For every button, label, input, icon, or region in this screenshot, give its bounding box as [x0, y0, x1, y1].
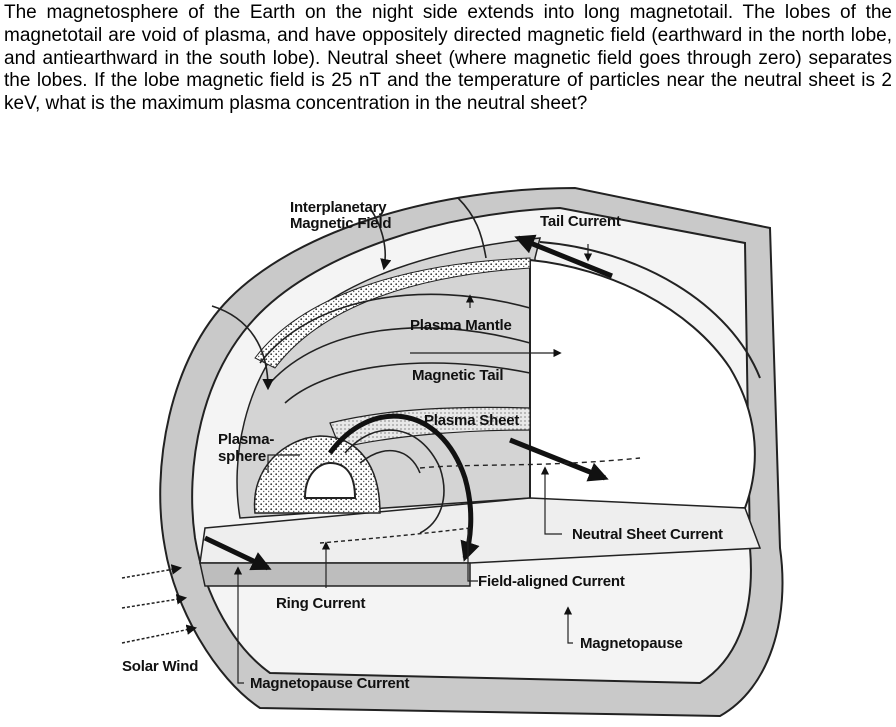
plasma-mantle: [254, 257, 531, 369]
label-plasmasphere-line1: Plasma-: [218, 431, 274, 448]
label-plasma-mantle: Plasma Mantle: [410, 317, 512, 334]
tail-cross-section: [529, 258, 756, 509]
label-field-aligned-current: Field-aligned Current: [478, 573, 625, 590]
label-ring-current: Ring Current: [276, 595, 365, 612]
question-text: The magnetosphere of the Earth on the ni…: [4, 2, 892, 115]
magnetosphere-diagram: Interplanetary Magnetic Field Tail Curre…: [121, 186, 784, 718]
label-imf-line1: Interplanetary: [290, 199, 387, 216]
label-solar-wind: Solar Wind: [122, 658, 198, 675]
label-magnetic-tail: Magnetic Tail: [412, 367, 503, 384]
label-magnetopause: Magnetopause: [580, 635, 683, 652]
earth: [303, 461, 357, 499]
label-tail-current: Tail Current: [540, 213, 621, 230]
label-plasmasphere-line2: sphere: [218, 448, 266, 465]
label-imf-line2: Magnetic Field: [290, 215, 391, 232]
label-plasma-sheet: Plasma Sheet: [424, 412, 519, 429]
label-neutral-sheet-current: Neutral Sheet Current: [572, 526, 723, 543]
label-magnetopause-current: Magnetopause Current: [250, 675, 410, 692]
